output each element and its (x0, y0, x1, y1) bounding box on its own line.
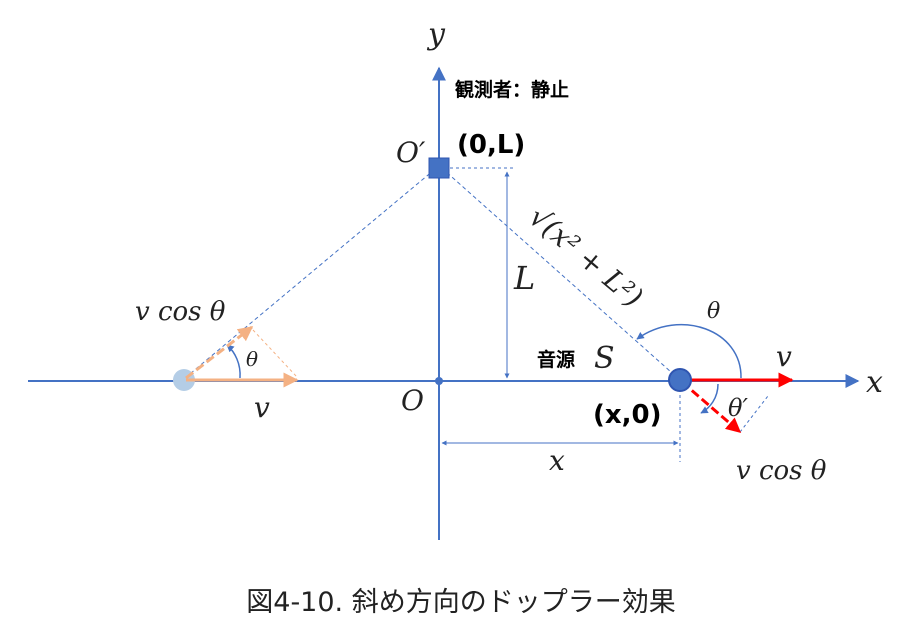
theta-arc-top (636, 323, 742, 379)
velocity-right-label: v (776, 340, 792, 373)
theta-prime-arc (700, 383, 719, 414)
x-distance-label: x (549, 444, 565, 477)
theta-arc-left (226, 344, 241, 379)
velocity-component-arrow-left (185, 325, 254, 380)
observer-caption: 観測者：静止 (455, 78, 569, 101)
observer-marker (428, 157, 450, 179)
observer-point-label: O′ (396, 136, 426, 169)
velocity-left-component-label: v cos θ (135, 297, 226, 327)
source-coords-label: (x,0) (593, 400, 662, 430)
source-caption: 音源 (537, 348, 575, 371)
theta-prime-label: θ′ (728, 394, 748, 422)
axis-label-y: y (426, 17, 446, 52)
source-marker (668, 368, 692, 392)
figure-caption: 図4-10. 斜め方向のドップラー効果 (246, 587, 675, 618)
dashed-line-projection-right (739, 395, 769, 433)
dashed-line-ghost-to-observer (184, 169, 435, 379)
dashed-line-projection-left (252, 329, 298, 378)
theta-left-label: θ (246, 347, 258, 371)
theta-top-label: θ (707, 299, 720, 324)
velocity-left-label: v (254, 391, 270, 424)
origin-dot (435, 377, 443, 385)
velocity-right-component-label: v cos θ (736, 456, 827, 486)
axis-label-x: x (866, 365, 883, 400)
origin-label: O (401, 384, 424, 417)
observer-coords-label: (0,L) (457, 130, 525, 160)
dashed-line-source-to-observer (443, 169, 681, 381)
length-L-label: L (513, 259, 535, 297)
source-symbol-label: S (594, 341, 615, 376)
